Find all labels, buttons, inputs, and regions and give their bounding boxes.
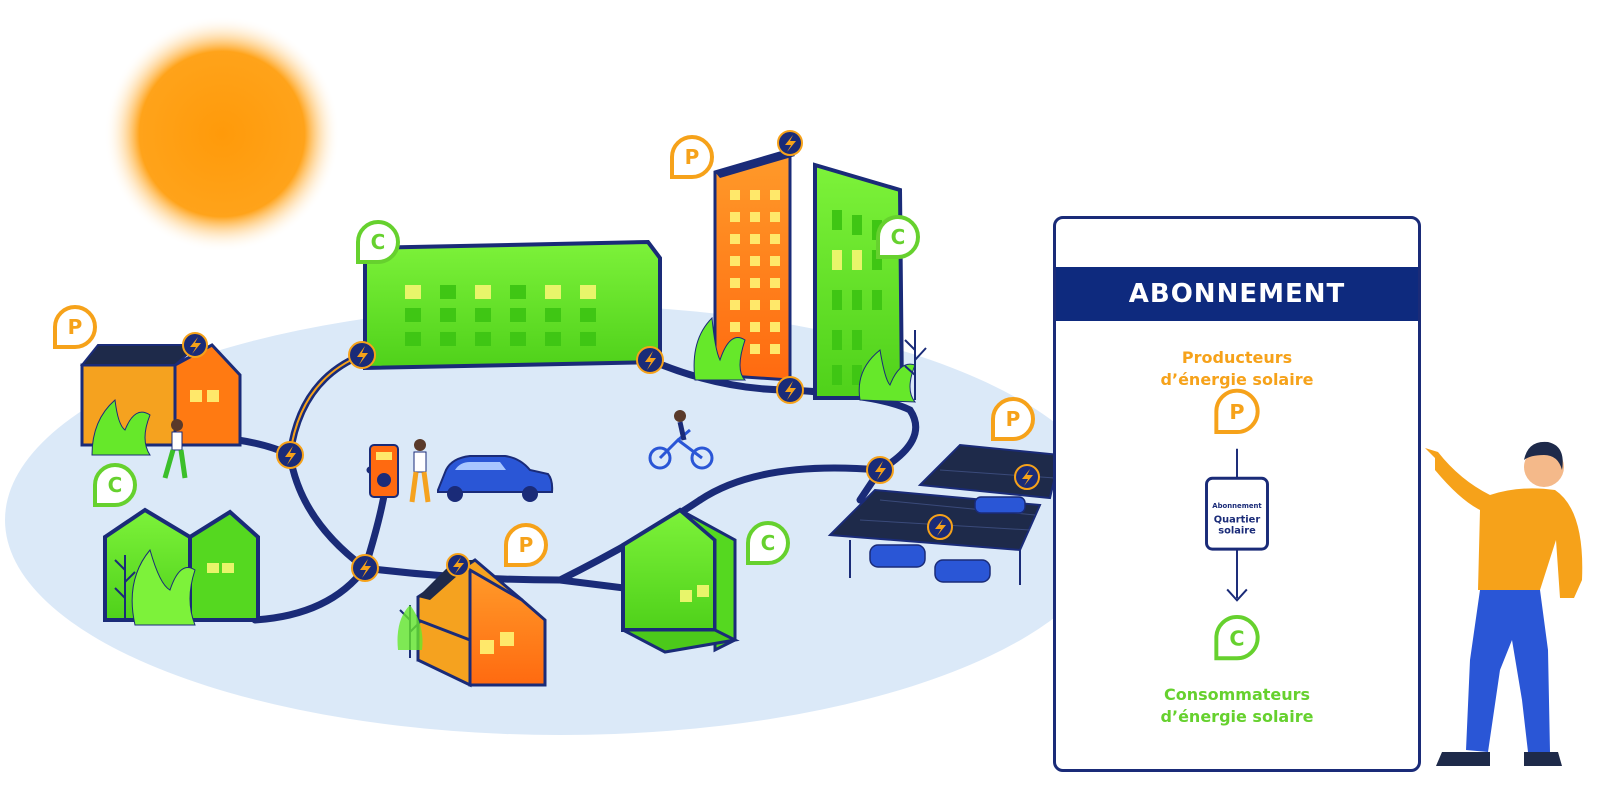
sun	[104, 16, 340, 252]
charging-station	[369, 444, 399, 498]
lightning-bolt-icon	[276, 441, 304, 469]
consumer-marker: C	[1214, 615, 1260, 661]
svg-text:Abonnement: Abonnement	[1212, 502, 1262, 510]
lightning-bolt-icon	[446, 553, 470, 577]
network-nodes	[182, 130, 1040, 582]
orange-tower	[713, 147, 795, 382]
consumers-label: Consommateurs d’énergie solaire	[1160, 685, 1314, 726]
producers-label: Producteurs d’énergie solaire	[1160, 348, 1314, 389]
consumer-marker: C	[356, 220, 400, 264]
svg-text:C: C	[1229, 626, 1244, 650]
lightning-bolt-icon	[182, 332, 208, 358]
apartment-block	[363, 239, 662, 371]
quartier-solaire-card: Abonnement Quartier solaire	[1205, 476, 1269, 551]
subscription-panel: P Abonnement Quartier solaire C ABONNEME…	[1053, 216, 1421, 772]
producer-marker: P	[1214, 388, 1260, 434]
bush	[693, 316, 917, 403]
bottom-green-house	[621, 507, 740, 654]
bottom-orange-house	[397, 558, 547, 688]
subscription-flow-diagram: P Abonnement Quartier solaire C	[1205, 388, 1269, 661]
tree	[904, 330, 927, 400]
arrow-down-icon	[1226, 588, 1248, 602]
person-standing	[409, 439, 431, 503]
svg-text:P: P	[68, 315, 83, 339]
producer-marker: P	[53, 305, 97, 349]
cyclist	[648, 410, 714, 470]
svg-text:C: C	[371, 230, 386, 254]
svg-text:P: P	[519, 533, 534, 557]
lightning-bolt-icon	[776, 376, 804, 404]
lightning-bolt-icon	[777, 130, 803, 156]
producer-marker: P	[670, 135, 714, 179]
scene-markers: P C C P C P P C	[53, 135, 1035, 567]
panel-title: ABONNEMENT	[1056, 267, 1418, 321]
svg-text:C: C	[108, 473, 123, 497]
consumer-marker: C	[93, 463, 137, 507]
lightning-bolt-icon	[636, 346, 664, 374]
ground	[5, 305, 1115, 735]
svg-text:Quartier: Quartier	[1214, 515, 1261, 526]
svg-text:P: P	[1006, 407, 1021, 431]
left-green-house	[103, 507, 260, 626]
consumer-marker: C	[876, 215, 920, 259]
lightning-bolt-icon	[348, 341, 376, 369]
svg-text:P: P	[685, 145, 700, 169]
svg-text:P: P	[1229, 400, 1244, 424]
lightning-bolt-icon	[866, 456, 894, 484]
svg-text:solaire: solaire	[1218, 525, 1256, 536]
lightning-bolt-icon	[927, 514, 953, 540]
left-orange-house	[79, 343, 242, 456]
producer-marker: P	[504, 523, 548, 567]
lightning-bolt-icon	[1014, 464, 1040, 490]
person-walking	[162, 419, 188, 479]
lightning-bolt-icon	[351, 554, 379, 582]
electric-car	[437, 455, 554, 502]
consumer-marker: C	[746, 521, 790, 565]
presenter-person	[1425, 441, 1583, 766]
svg-text:C: C	[761, 531, 776, 555]
svg-text:C: C	[891, 225, 906, 249]
producer-marker: P	[991, 397, 1035, 441]
green-tower	[813, 162, 905, 400]
